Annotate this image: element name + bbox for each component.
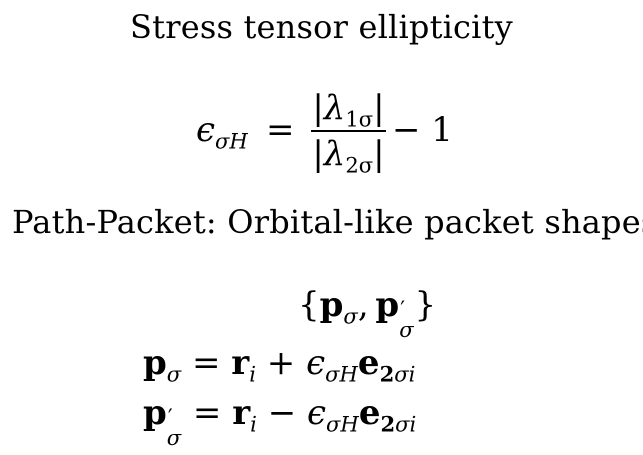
fraction-bar — [311, 130, 386, 132]
packet-position-equation: pσ = ri + ϵσHe2σi — [143, 343, 416, 387]
section-heading-path-packet: Path-Packet: Orbital-like packet shapes — [12, 203, 643, 241]
fraction-numerator: |λ1σ| — [312, 88, 385, 132]
section-heading-ellipticity: Stress tensor ellipticity — [130, 8, 513, 46]
fraction-denominator: |λ2σ| — [312, 134, 385, 178]
packet-prime-position-equation: p′σ = ri − ϵσHe2σi — [143, 393, 417, 451]
epsilon-lhs: ϵσH — [196, 110, 248, 154]
minus-one: − 1 — [392, 110, 453, 150]
eigenvalue-ratio-fraction: |λ1σ| |λ2σ| — [311, 88, 386, 178]
packet-vector-set: {pσ, p′σ} — [298, 285, 437, 343]
equals-sign: = — [266, 110, 295, 150]
